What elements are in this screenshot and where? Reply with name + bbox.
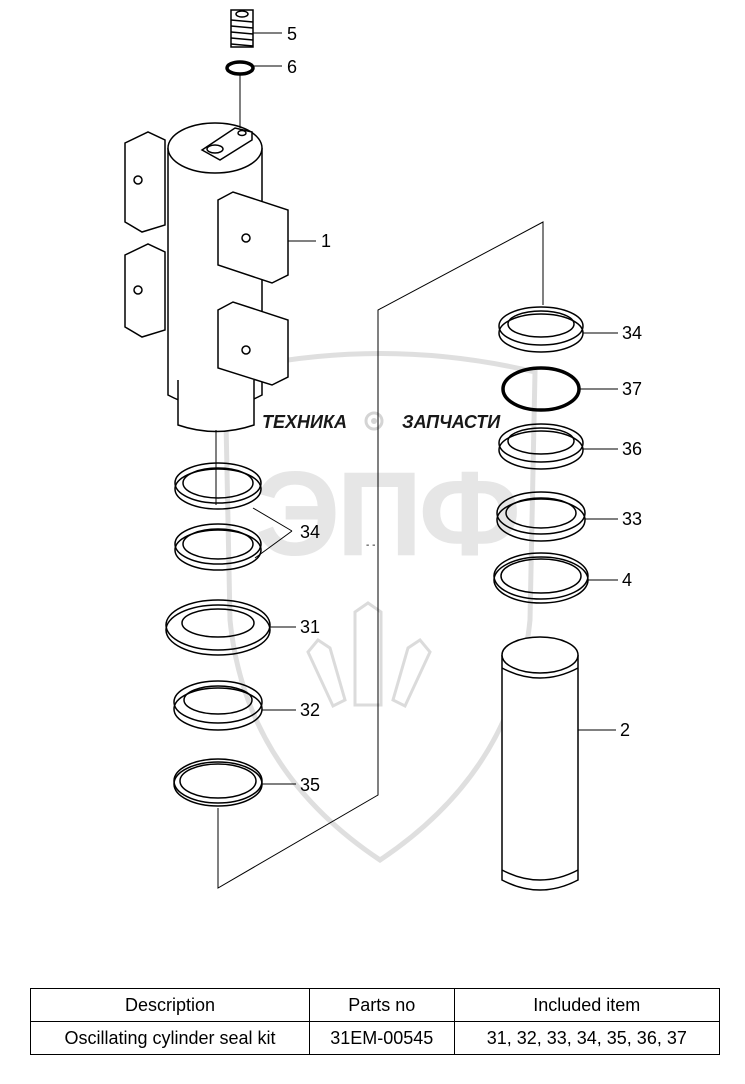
wheat-emblem-icon bbox=[306, 601, 432, 709]
callout-34-left: 34 bbox=[300, 522, 320, 542]
cell-description: Oscillating cylinder seal kit bbox=[29, 1021, 311, 1055]
part-5-set-screw bbox=[230, 9, 254, 48]
gear-icon bbox=[364, 411, 384, 431]
watermark-line2: ЗАПЧАСТИ bbox=[402, 412, 501, 432]
part-37-o-ring bbox=[501, 366, 581, 412]
seal-kit-table: Description Parts no Included item Oscil… bbox=[29, 988, 721, 1055]
part-6-o-ring bbox=[225, 60, 255, 76]
callout-1: 1 bbox=[321, 231, 331, 251]
callout-31: 31 bbox=[300, 617, 320, 637]
part-31-seal bbox=[165, 599, 271, 656]
column-header-included-item: Included item bbox=[453, 988, 721, 1022]
part-34-seal-upper-left bbox=[174, 462, 262, 510]
part-2-pin bbox=[501, 636, 579, 891]
callout-5: 5 bbox=[287, 24, 297, 44]
callout-37: 37 bbox=[622, 379, 642, 399]
callout-4: 4 bbox=[622, 570, 632, 590]
part-35-seal bbox=[173, 758, 263, 807]
part-34-seal-lower-left bbox=[174, 523, 262, 571]
part-1-cylinder-body bbox=[124, 122, 289, 433]
callout-35: 35 bbox=[300, 775, 320, 795]
part-34-seal-right bbox=[498, 306, 584, 353]
table-row: Oscillating cylinder seal kit 31EM-00545… bbox=[29, 1021, 721, 1055]
watermark-logo: ЭПФ bbox=[255, 447, 518, 581]
cell-included-item: 31, 32, 33, 34, 35, 36, 37 bbox=[453, 1021, 721, 1055]
watermark: ТЕХНИКА ЗАПЧАСТИ ЭПФ bbox=[222, 351, 538, 864]
exploded-parts-diagram: ТЕХНИКА ЗАПЧАСТИ ЭПФ bbox=[124, 9, 642, 891]
assembly-path-line bbox=[217, 221, 544, 889]
callout-34-right: 34 bbox=[622, 323, 642, 343]
part-33-seal bbox=[496, 491, 586, 542]
column-header-description: Description bbox=[29, 988, 311, 1022]
cell-parts-no: 31EM-00545 bbox=[309, 1021, 455, 1055]
callout-33: 33 bbox=[622, 509, 642, 529]
center-mark: - - bbox=[366, 540, 375, 551]
part-36-seal bbox=[498, 423, 584, 470]
callout-36: 36 bbox=[622, 439, 642, 459]
table-header-row: Description Parts no Included item bbox=[29, 988, 721, 1022]
leader-lines bbox=[252, 32, 618, 785]
part-32-seal bbox=[173, 680, 263, 731]
column-header-parts-no: Parts no bbox=[309, 988, 455, 1022]
callout-6: 6 bbox=[287, 57, 297, 77]
watermark-line1: ТЕХНИКА bbox=[262, 412, 347, 432]
callout-32: 32 bbox=[300, 700, 320, 720]
callout-2: 2 bbox=[620, 720, 630, 740]
